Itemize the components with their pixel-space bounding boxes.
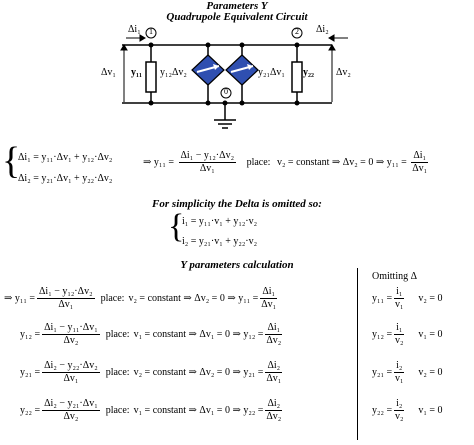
- sys1-place: place:: [246, 156, 271, 168]
- label-y11: y₁₁: [131, 67, 142, 78]
- ground-icon: [214, 119, 236, 129]
- row-cond: v₂ = constant ⇒ Δv₂ = 0 ⇒ y₂₁ =: [133, 366, 264, 378]
- omit-lead: y₂₁ =: [372, 366, 393, 378]
- sys1-lead: ⇒ y₁₁ =: [143, 156, 174, 168]
- omit-cond: v₂ = 0: [418, 292, 443, 304]
- arrow-right-icon: [139, 34, 146, 42]
- sys1-eq1: Δi₁ = y₁₁·Δv₁ + y₁₂·Δv₂: [18, 152, 113, 163]
- row-lead: y₁₂ =: [20, 328, 41, 340]
- omit-cond: v₁ = 0: [418, 404, 443, 416]
- label-src2: y₂₁Δv₁: [258, 67, 285, 78]
- circuit-diagram: [120, 27, 348, 129]
- sys1-eq2: Δi₂ = y₂₁·Δv₁ + y₂₂·Δv₂: [18, 173, 113, 184]
- row-place: place:: [105, 366, 130, 378]
- arrow-left-icon: [328, 34, 335, 42]
- current-source-1: [191, 54, 225, 86]
- divider: [357, 268, 358, 440]
- label-di2: Δi₂: [316, 24, 329, 35]
- y22-admittance: [291, 61, 303, 93]
- label-y22: y₂₂: [303, 67, 314, 78]
- row-place: place:: [100, 292, 125, 304]
- row-lead: y₂₂ =: [20, 404, 41, 416]
- label-src1: y₁₂Δv₂: [160, 67, 187, 78]
- node-2-label: 2: [295, 27, 299, 36]
- label-dv1: Δv₁: [101, 67, 116, 78]
- sys2-eq2: i₂ = y₂₁·v₁ + y₂₂·v₂: [182, 236, 258, 247]
- omit-cond: v₂ = 0: [418, 366, 443, 378]
- row-lead: ⇒ y₁₁ =: [4, 292, 35, 304]
- title-line2: Quadrupole Equivalent Circuit: [166, 11, 308, 23]
- y11-admittance: [145, 61, 157, 93]
- ycalc-title: Y parameters calculation: [180, 259, 294, 271]
- row-lead: y₂₁ =: [20, 366, 41, 378]
- omit-lead: y₂₂ =: [372, 404, 393, 416]
- omit-cond: v₁ = 0: [418, 328, 443, 340]
- sys1-cond: v₂ = constant ⇒ Δv₂ = 0 ⇒ y₁₁ =: [276, 156, 407, 168]
- omit-lead: y₁₂ =: [372, 328, 393, 340]
- sys2-eq1: i₁ = y₁₁·v₁ + y₁₂·v₂: [182, 216, 258, 227]
- row-place: place:: [105, 328, 130, 340]
- label-dv2: Δv₂: [336, 67, 351, 78]
- brace-1: {: [2, 140, 21, 182]
- brace-2: {: [168, 208, 185, 245]
- row-cond: v₁ = constant ⇒ Δv₁ = 0 ⇒ y₂₂ =: [133, 404, 264, 416]
- omitting-delta: Omitting Δ: [372, 271, 418, 282]
- title-line1: Parameters Y: [206, 0, 268, 12]
- current-source-2: [225, 54, 259, 86]
- simplicity-note: For simplicity the Delta is omitted so:: [152, 198, 322, 210]
- omit-lead: y₁₁ =: [372, 292, 393, 304]
- row-place: place:: [105, 404, 130, 416]
- row-cond: v₁ = constant ⇒ Δv₁ = 0 ⇒ y₁₂ =: [133, 328, 264, 340]
- row-cond: v₂ = constant ⇒ Δv₂ = 0 ⇒ y₁₁ =: [128, 292, 259, 304]
- label-di1: Δi₁: [128, 24, 141, 35]
- node-1-label: 1: [149, 27, 153, 36]
- node-0-label: 0: [224, 87, 228, 96]
